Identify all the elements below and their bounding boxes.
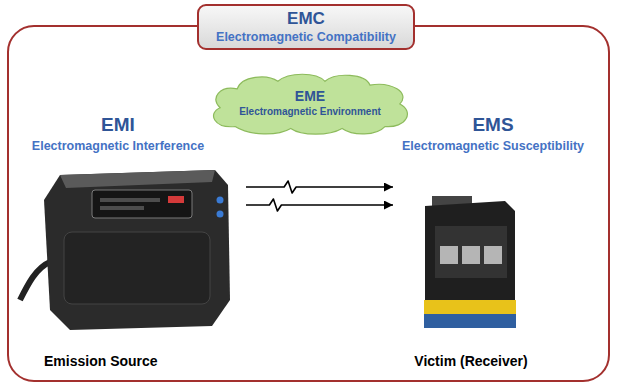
- environment-cloud: EMEElectromagnetic Environment: [203, 70, 417, 136]
- device-led: [168, 196, 184, 203]
- standard-box: EMCElectromagnetic Compatibility: [197, 4, 415, 50]
- outer-frame: [8, 26, 609, 381]
- victim-base: [424, 314, 516, 328]
- device-button: [217, 211, 224, 218]
- victim-base: [424, 300, 516, 314]
- victim-device: [424, 196, 516, 328]
- interference-arrow: [246, 181, 393, 193]
- victim-pad: [484, 246, 502, 264]
- node-heading: EME: [237, 88, 383, 105]
- victim-body: [425, 201, 515, 302]
- node-subtitle: Electromagnetic Environment: [237, 105, 383, 118]
- concept-subtitle: Electromagnetic Interference: [8, 138, 228, 154]
- device-button: [217, 197, 224, 204]
- victim-pad: [462, 246, 480, 264]
- node-heading: Victim (Receiver): [414, 352, 527, 370]
- device-screen: [92, 190, 192, 218]
- emission-source: Emission Source: [30, 160, 246, 375]
- node-heading: EMC: [215, 9, 397, 29]
- device-grip: [64, 232, 210, 304]
- device-body: [44, 170, 230, 330]
- concept-heading: EMS: [383, 114, 603, 136]
- cloud-shape: [214, 74, 408, 134]
- device-top: [60, 170, 215, 188]
- device-cable: [20, 262, 50, 300]
- victim-pad: [440, 246, 458, 264]
- victim-socket: [435, 226, 507, 278]
- node-subtitle: Electromagnetic Compatibility: [215, 29, 397, 45]
- screen-segment: [100, 206, 144, 210]
- node-heading: Emission Source: [44, 352, 158, 370]
- interference-arrow: [246, 199, 393, 211]
- concept-subtitle: Electromagnetic Susceptibility: [383, 138, 603, 154]
- screen-segment: [100, 198, 160, 202]
- emission-device: [20, 170, 230, 330]
- victim-receiver: Victim (Receiver): [393, 185, 549, 375]
- concept-heading: EMI: [8, 114, 228, 136]
